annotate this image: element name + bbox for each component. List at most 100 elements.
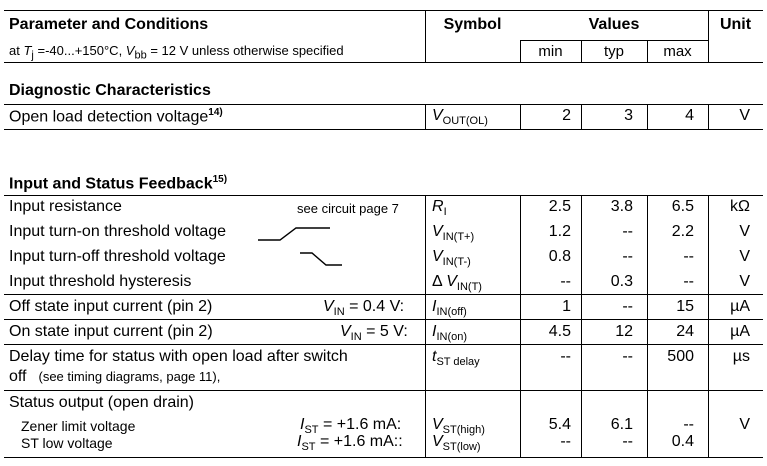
turn-on-threshold-param: Input turn-on threshold voltage: [9, 223, 227, 240]
row-sep-off-current: [4, 319, 763, 320]
zener-min: 5.4: [548, 416, 571, 433]
delay-param-line2: off(see timing diagrams, page 11),: [9, 368, 221, 385]
open-load-unit: V: [739, 107, 750, 124]
off-current-max: 15: [676, 298, 694, 315]
input-resistance-condition: see circuit page 7: [297, 201, 399, 216]
falling-edge-icon: [300, 252, 342, 266]
diagnostic-section-title: Diagnostic Characteristics: [9, 82, 211, 99]
off-current-symbol: IIN(off): [432, 298, 467, 319]
st-low-min: --: [560, 433, 571, 450]
st-low-max: 0.4: [671, 433, 694, 450]
turn-off-threshold-min: 0.8: [548, 248, 571, 265]
input-divider-min: [520, 195, 521, 458]
turn-off-threshold-typ: --: [622, 248, 633, 265]
zener-condition: IST = +1.6 mA:: [300, 416, 402, 437]
open-load-row-bottom: [4, 129, 763, 130]
zener-max: --: [683, 416, 694, 433]
table-bottom-border: [4, 457, 763, 458]
open-load-row-top: [4, 104, 763, 105]
input-divider-typ: [581, 195, 582, 458]
parameter-header: Parameter and Conditions: [9, 16, 209, 33]
zener-typ: 6.1: [610, 416, 633, 433]
header-bottom-border: [4, 62, 763, 63]
hysteresis-symbol: Δ VIN(T): [432, 273, 482, 294]
turn-on-threshold-max: 2.2: [671, 223, 694, 240]
turn-off-threshold-max: --: [683, 248, 694, 265]
input-divider-unit: [708, 195, 709, 458]
off-current-min: 1: [562, 298, 571, 315]
row-sep-on-current: [4, 344, 763, 345]
input-resistance-min: 2.5: [548, 198, 571, 215]
symbol-header: Symbol: [443, 16, 502, 33]
zener-param: Zener limit voltage: [21, 418, 136, 434]
turn-on-threshold-symbol: VIN(T+): [432, 223, 475, 244]
on-current-symbol: IIN(on): [432, 323, 468, 344]
ol-divider-max: [647, 104, 648, 130]
status-output-param: Status output (open drain): [9, 394, 195, 411]
row-sep-delay: [4, 390, 763, 391]
rising-edge-icon: [258, 227, 330, 241]
hysteresis-min: --: [560, 273, 571, 290]
input-resistance-max: 6.5: [671, 198, 694, 215]
header-divider-unit: [708, 10, 709, 63]
on-current-condition: VIN = 5 V:: [340, 323, 408, 344]
zener-unit: V: [739, 416, 750, 433]
delay-max: 500: [667, 348, 694, 365]
turn-on-threshold-typ: --: [622, 223, 633, 240]
input-resistance-symbol: RI: [432, 198, 447, 219]
st-low-param: ST low voltage: [21, 435, 113, 451]
hysteresis-typ: 0.3: [610, 273, 633, 290]
table-top-border: [4, 10, 763, 11]
input-resistance-param: Input resistance: [9, 198, 122, 215]
on-current-unit: µA: [730, 323, 750, 340]
on-current-param: On state input current (pin 2): [9, 323, 213, 340]
input-resistance-unit: kΩ: [730, 198, 750, 215]
input-status-section-title: Input and Status Feedback15): [9, 174, 228, 193]
delay-param-line1: Delay time for status with open load aft…: [9, 348, 348, 365]
unit-header: Unit: [719, 16, 752, 33]
on-current-max: 24: [676, 323, 694, 340]
typ-header: typ: [603, 43, 624, 60]
input-divider-max: [647, 195, 648, 458]
header-divider-min: [520, 40, 521, 63]
on-current-typ: 12: [615, 323, 633, 340]
turn-off-threshold-unit: V: [739, 248, 750, 265]
open-load-max: 4: [685, 107, 694, 124]
ol-divider-typ: [581, 104, 582, 130]
st-low-symbol: VST(low): [432, 433, 481, 454]
min-header: min: [538, 43, 563, 60]
delay-typ: --: [622, 348, 633, 365]
header-divider-symbol: [425, 10, 426, 63]
delay-unit: µs: [732, 348, 750, 365]
max-header: max: [663, 43, 692, 60]
turn-off-threshold-symbol: VIN(T-): [432, 248, 471, 269]
open-load-symbol: VOUT(OL): [432, 107, 488, 128]
off-current-condition: VIN = 0.4 V:: [323, 298, 405, 319]
st-low-condition: IST = +1.6 mA::: [297, 433, 403, 454]
open-load-typ: 3: [624, 107, 633, 124]
delay-symbol: tST delay: [432, 348, 480, 369]
st-low-typ: --: [622, 433, 633, 450]
ol-divider-unit: [708, 104, 709, 130]
turn-on-threshold-unit: V: [739, 223, 750, 240]
delay-min: --: [560, 348, 571, 365]
values-subheader-line: [520, 40, 708, 41]
turn-on-threshold-min: 1.2: [548, 223, 571, 240]
input-section-top: [4, 195, 763, 196]
header-divider-max: [647, 40, 648, 63]
off-current-param: Off state input current (pin 2): [9, 298, 213, 315]
turn-off-threshold-param: Input turn-off threshold voltage: [9, 248, 226, 265]
off-current-typ: --: [622, 298, 633, 315]
off-current-unit: µA: [730, 298, 750, 315]
header-divider-typ: [581, 40, 582, 63]
hysteresis-unit: V: [739, 273, 750, 290]
values-header: Values: [588, 16, 640, 33]
input-divider-symbol: [425, 195, 426, 458]
on-current-min: 4.5: [548, 323, 571, 340]
conditions-subheader: at Tj =-40...+150°C, Vbb = 12 V unless o…: [9, 43, 344, 62]
open-load-min: 2: [562, 107, 571, 124]
hysteresis-param: Input threshold hysteresis: [9, 273, 192, 290]
input-resistance-typ: 3.8: [610, 198, 633, 215]
ol-divider-min: [520, 104, 521, 130]
hysteresis-max: --: [683, 273, 694, 290]
